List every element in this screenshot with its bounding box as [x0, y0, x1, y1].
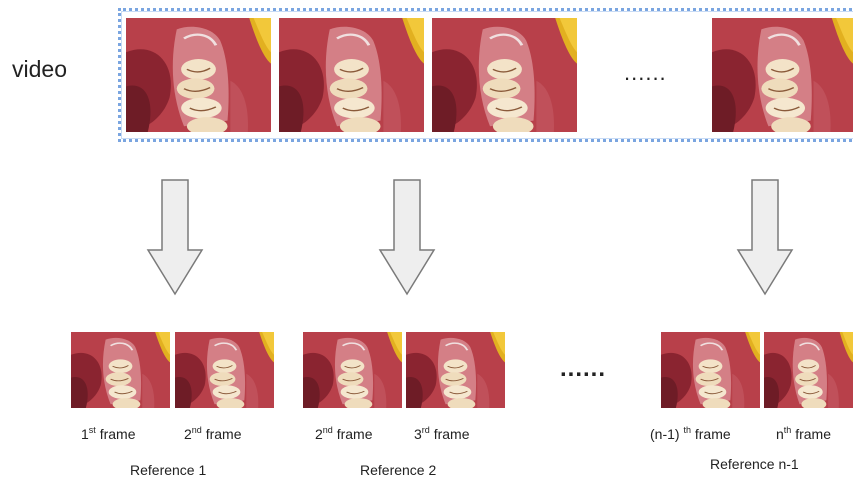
- reference-ellipsis: ......: [560, 355, 606, 383]
- ref1-frame-a-label: 1st frame: [81, 425, 136, 442]
- ref1-frame-b: [175, 332, 274, 408]
- down-arrow-icon: [736, 178, 796, 298]
- ref2-frame-a-label: 2nd frame: [315, 425, 373, 442]
- refn-frame-b-label: nth frame: [776, 425, 831, 442]
- video-frame-1: [126, 18, 271, 132]
- refn-frame-a: [661, 332, 760, 408]
- video-frame-3: [432, 18, 577, 132]
- refn-label: Reference n-1: [710, 456, 799, 472]
- ref1-label: Reference 1: [130, 462, 206, 478]
- video-ellipsis: ......: [624, 60, 667, 86]
- ref2-label: Reference 2: [360, 462, 436, 478]
- ref2-frame-b-label: 3rd frame: [414, 425, 470, 442]
- down-arrow-icon: [146, 178, 206, 298]
- ref2-frame-b: [406, 332, 505, 408]
- ref1-frame-a: [71, 332, 170, 408]
- ref1-frame-b-label: 2nd frame: [184, 425, 242, 442]
- refn-frame-a-label: (n-1) th frame: [650, 425, 731, 442]
- video-frame-n: [712, 18, 853, 132]
- video-label: video: [12, 56, 67, 83]
- ref2-frame-a: [303, 332, 402, 408]
- video-frame-2: [279, 18, 424, 132]
- down-arrow-icon: [378, 178, 438, 298]
- refn-frame-b: [764, 332, 853, 408]
